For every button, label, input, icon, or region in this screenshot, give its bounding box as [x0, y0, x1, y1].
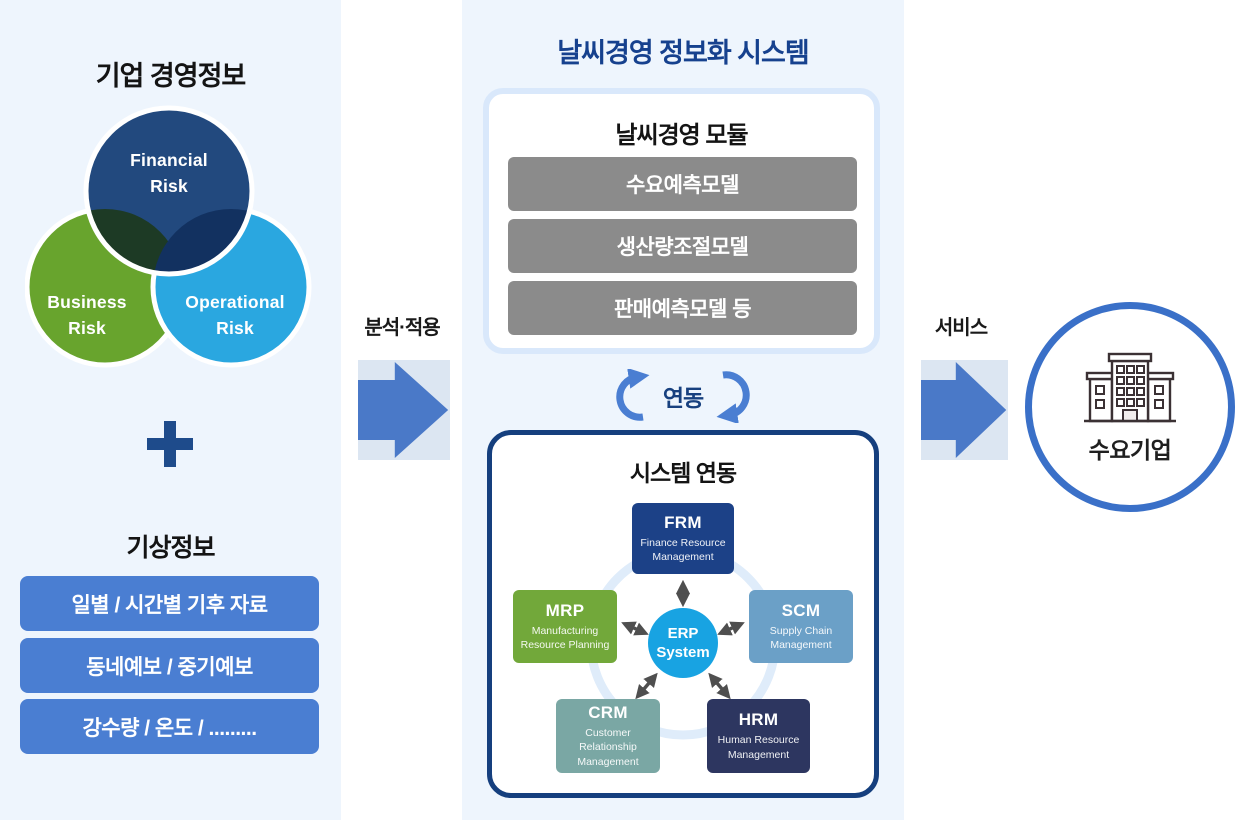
system-integration-title: 시스템 연동 [629, 460, 737, 486]
link-indicator: 연동 [462, 366, 904, 426]
crm-name: Customer Relationship Management [577, 727, 639, 768]
link-label: 연동 [662, 385, 704, 411]
business-risk-label: Business Risk [47, 292, 127, 339]
demand-company-label: 수요기업 [1088, 437, 1172, 463]
scm-abbr: SCM [781, 600, 821, 620]
venn-circles [24, 105, 312, 368]
crm-abbr: CRM [588, 703, 628, 723]
service-label: 서비스 [934, 317, 988, 339]
weather-item-daily-hourly: 일별 / 시간별 기후 자료 [20, 576, 319, 631]
hrm-name: Human Resource Management [717, 734, 800, 761]
risk-venn-diagram: Financial Risk Business Risk Operational… [24, 103, 317, 377]
crm-box: CRM Customer Relationship Management [556, 699, 660, 773]
frm-abbr: FRM [664, 512, 702, 532]
service-arrow [921, 360, 1008, 460]
cycle-arrow-right-icon [716, 371, 750, 423]
scm-name: Supply Chain Management [769, 624, 833, 651]
frm-name: Finance Resource Management [640, 536, 726, 563]
system-integration-box: 시스템 연동 FRM Finance Resource Management M… [487, 430, 879, 798]
right-arrow-icon [921, 362, 1007, 458]
module-production-control: 생산량조절모델 [508, 219, 857, 273]
company-info-title: 기업 경영정보 [95, 61, 247, 91]
company-info-panel: 기업 경영정보 Financial Risk Business Risk Ope… [0, 0, 341, 820]
mrp-box: MRP Manufacturing Resource Planning [513, 590, 617, 663]
analyze-apply-arrow [358, 360, 450, 460]
erp-system-circle: ERP System [648, 608, 718, 678]
mrp-abbr: MRP [545, 600, 585, 620]
plus-icon [147, 421, 193, 467]
mrp-name: Manufacturing Resource Planning [520, 624, 610, 651]
system-title: 날씨경영 정보화 시스템 [557, 38, 809, 68]
weather-info-title: 기상정보 [126, 534, 215, 562]
hub-arrows [621, 579, 745, 700]
building-icon [1084, 352, 1176, 423]
demand-company-circle: 수요기업 [1025, 302, 1235, 512]
module-sales-forecast: 판매예측모델 등 [508, 281, 857, 335]
cycle-arrow-left-icon [616, 369, 650, 421]
financial-risk-label: Financial Risk [130, 150, 208, 197]
venn-overlaps [86, 209, 252, 274]
right-arrow-icon [358, 362, 449, 458]
weather-system-panel: 날씨경영 정보화 시스템 날씨경영 모듈 수요예측모델 생산량조절모델 판매예측… [462, 0, 904, 820]
scm-box: SCM Supply Chain Management [749, 590, 853, 663]
frm-box: FRM Finance Resource Management [632, 503, 734, 574]
module-demand-forecast: 수요예측모델 [508, 157, 857, 211]
operational-risk-label: Operational Risk [185, 292, 285, 339]
module-card-title: 날씨경영 모듈 [615, 122, 748, 149]
analyze-apply-label: 분석·적용 [364, 317, 440, 339]
hrm-abbr: HRM [738, 710, 779, 730]
weather-module-card: 날씨경영 모듈 수요예측모델 생산량조절모델 판매예측모델 등 [483, 88, 880, 354]
weather-item-precip-temp: 강수량 / 온도 / ......... [20, 699, 319, 754]
hrm-box: HRM Human Resource Management [707, 699, 810, 773]
weather-item-forecast: 동네예보 / 중기예보 [20, 638, 319, 693]
